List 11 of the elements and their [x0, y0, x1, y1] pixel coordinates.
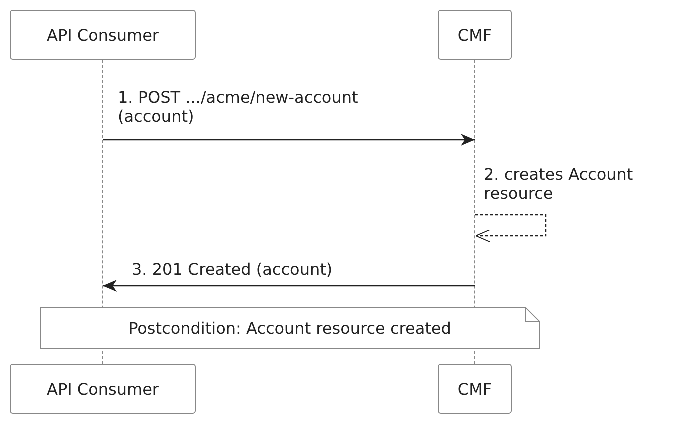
participant-box: API Consumer: [10, 364, 196, 414]
edge-label: 2. creates Account resource: [484, 165, 634, 203]
note-box: Postcondition: Account resource created: [40, 307, 540, 349]
message-arrow: [103, 280, 475, 292]
participant-box: CMF: [438, 364, 512, 414]
message-arrow: [103, 134, 475, 146]
participant-box: CMF: [438, 10, 512, 60]
self-message-arrow: [475, 214, 547, 242]
edge-label: 3. 201 Created (account): [132, 260, 334, 279]
edge-label: 1. POST .../acme/new-account (account): [118, 88, 360, 126]
participant-box: API Consumer: [10, 10, 196, 60]
